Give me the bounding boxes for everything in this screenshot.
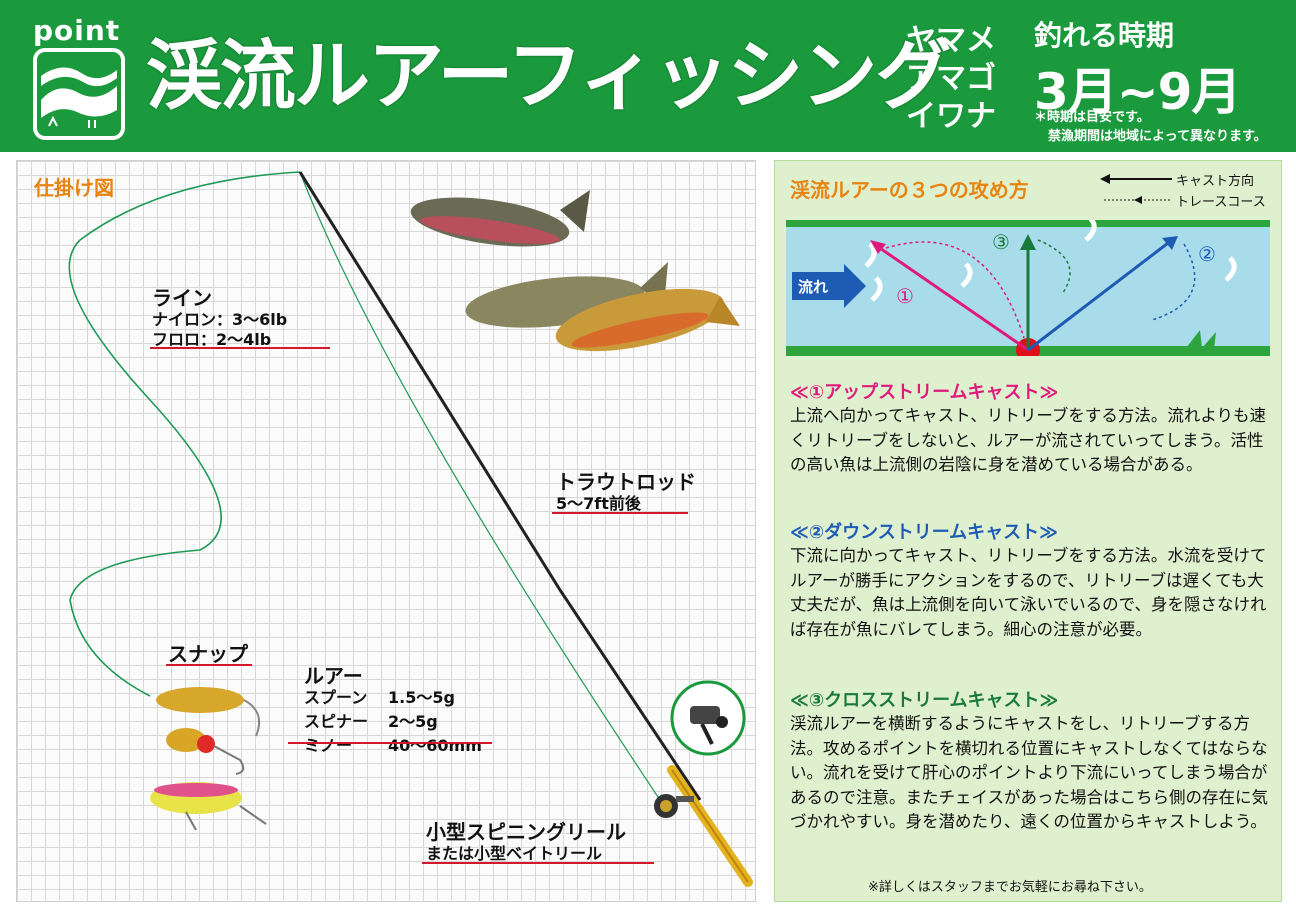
legend-cast: キャスト方向: [1176, 174, 1255, 189]
reel-icon: [654, 794, 694, 818]
season-note-line: ＊時期は目安です。: [1034, 110, 1150, 125]
downstream-heading: ≪②ダウンストリームキャスト≫: [790, 522, 1059, 543]
header-banner: point 渓流ルアーフィッシング ヤマメ アマゴ イワナ 釣れる時期 3月~9…: [0, 0, 1296, 152]
cross-heading: ≪③クロスストリームキャスト≫: [790, 690, 1059, 711]
logo-text: point: [33, 14, 121, 47]
rig-title: 仕掛け図: [34, 176, 114, 200]
marker-upstream: ①: [896, 284, 914, 308]
season-value: 3月~9月: [1034, 63, 1241, 121]
page-title: 渓流ルアーフィッシング: [146, 31, 951, 120]
fishing-line: [299, 171, 661, 801]
trout-fish-icon: [410, 190, 590, 247]
lure-name: スピナー: [304, 712, 369, 731]
trout-fish-icon: [555, 288, 740, 352]
species-item: イワナ: [906, 99, 996, 134]
reel-detail-icon: [670, 680, 746, 756]
lure-name: ミノー: [304, 736, 353, 755]
marker-cross: ③: [992, 230, 1010, 254]
upstream-heading: ≪①アップストリームキャスト≫: [790, 382, 1059, 403]
lure-spec-table: スプーン 1.5～5g スピナー 2～5g ミノー 40～60mm: [304, 684, 482, 756]
spinner-lure-icon: [166, 728, 245, 775]
lure-label: ルアー: [304, 664, 363, 688]
methods-title: 渓流ルアーの３つの攻め方: [790, 178, 1029, 202]
line-spec: フロロ：2～4lb: [152, 330, 272, 349]
legend-trace: トレースコース: [1176, 195, 1266, 210]
species-list: ヤマメ アマゴ イワナ: [906, 22, 996, 136]
lure-size: 1.5～5g: [388, 688, 455, 707]
line-label: ライン: [152, 286, 212, 310]
rod-label-underline: [552, 512, 688, 514]
lure-size: 2～5g: [388, 712, 438, 731]
rod: [298, 171, 702, 801]
marker-downstream: ②: [1198, 242, 1216, 266]
legend-lines: [1100, 174, 1172, 204]
flow-arrow-icon: [792, 264, 866, 308]
species-item: アマゴ: [906, 61, 996, 96]
rod-label: トラウトロッド: [556, 470, 696, 494]
line-spec: ナイロン：3～6lb: [152, 310, 288, 329]
lure-label-underline: [288, 742, 492, 744]
season-label: 釣れる時期: [1034, 19, 1175, 52]
season-note: ＊時期は目安です。 禁漁期間は地域によって異なります。: [1034, 108, 1267, 146]
rod-grip-edge: [671, 769, 749, 883]
reel-sub-label: または小型ベイトリール: [426, 844, 603, 863]
cross-body: 渓流ルアーを横断するようにキャストをし、リトリーブする方法。攻めるポイントを横切…: [790, 714, 1269, 831]
snap-label-underline: [166, 664, 252, 666]
rod-spec: 5～7ft前後: [556, 494, 641, 513]
lure-spec-row: スピナー 2～5g: [304, 708, 482, 732]
downstream-body: 下流に向かってキャスト、リトリーブをする方法。水流を受けてルアーが勝手にアクショ…: [790, 546, 1267, 639]
species-item: ヤマメ: [906, 23, 996, 58]
lure-spec-row: ミノー 40～60mm: [304, 732, 482, 756]
river-logo-icon: [33, 48, 125, 140]
spoon-lure-icon: [156, 687, 260, 737]
footnote: ※詳しくはスタッフまでお気軽にお尋ね下さい。: [868, 880, 1152, 895]
lure-name: スプーン: [304, 688, 368, 707]
season-note-line: 禁漁期間は地域によって異なります。: [1048, 129, 1267, 144]
lure-size: 40～60mm: [388, 736, 482, 755]
snap-label: スナップ: [168, 642, 248, 666]
upstream-body: 上流へ向かってキャスト、リトリーブをする方法。流れよりも速くリトリーブをしないと…: [790, 406, 1267, 474]
river-diagram: [786, 220, 1270, 356]
flow-label: 流れ: [798, 278, 829, 296]
line-label-underline: [150, 347, 330, 349]
minnow-lure-icon: [150, 782, 267, 831]
reel-label-underline: [422, 862, 654, 864]
lure-spec-row: スプーン 1.5～5g: [304, 684, 482, 708]
rig-illustration: [68, 171, 753, 887]
reel-label: 小型スピニングリール: [426, 820, 626, 844]
fishing-line: [68, 171, 301, 697]
